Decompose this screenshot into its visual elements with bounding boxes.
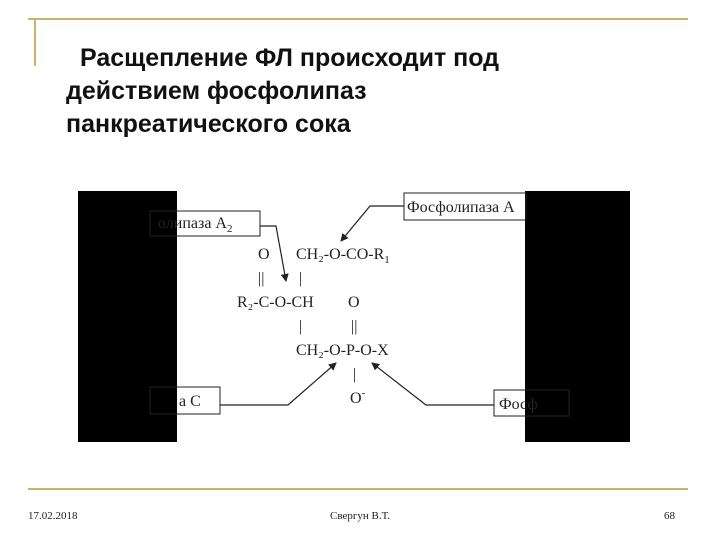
frame-left-line bbox=[34, 18, 36, 66]
phospholipid-cleavage-diagram: Фосфолипаза А олипаза А2 а С Фосф O CH₂-… bbox=[78, 191, 630, 442]
label-box-c bbox=[149, 386, 221, 415]
arrow-a2 bbox=[260, 225, 289, 282]
label-box-a2 bbox=[149, 210, 261, 237]
diagram-panel bbox=[177, 191, 525, 442]
formula-row-5: CH₂-O-P-O-X bbox=[296, 342, 389, 359]
formula-bond-2: | bbox=[299, 318, 302, 335]
label-phospholipase-a2: олипаза А2 bbox=[158, 215, 232, 235]
arrow-c bbox=[220, 362, 337, 406]
footer-page-number: 68 bbox=[664, 510, 675, 522]
arrow-a1 bbox=[340, 205, 404, 242]
title-line-1: Расщепление ФЛ происходит под bbox=[80, 44, 500, 72]
label-phospholipase-a1: Фосфолипаза А bbox=[407, 199, 515, 216]
formula-bond-3: | bbox=[353, 366, 356, 383]
formula-double-bond-1: || bbox=[258, 270, 264, 287]
formula-o-top: O bbox=[258, 246, 270, 263]
label-phospholipase-c: а С bbox=[179, 393, 201, 410]
formula-row-1: CH₂-O-CO-R1 bbox=[296, 246, 390, 266]
arrow-d bbox=[371, 362, 494, 406]
label-box-d bbox=[493, 389, 570, 417]
footer-date: 17.02.2018 bbox=[28, 510, 78, 522]
formula-o-phosphate: O bbox=[348, 294, 360, 311]
formula-o-minus: O- bbox=[350, 387, 366, 407]
frame-bottom-line bbox=[28, 488, 688, 490]
footer-author: Свергун В.Т. bbox=[330, 510, 390, 522]
frame-top-line bbox=[28, 18, 688, 20]
formula-double-bond-2: || bbox=[351, 318, 357, 335]
title-line-2: действием фосфолипаз bbox=[66, 77, 367, 105]
label-phospholipase-d: Фосф bbox=[499, 396, 538, 413]
formula-bond-1: | bbox=[299, 270, 302, 287]
title-line-3: панкреатического сока bbox=[66, 110, 351, 138]
slide-title: Расщепление ФЛ происходит под действием … bbox=[66, 42, 666, 141]
formula-row-3: R₂-C-O-CH bbox=[237, 294, 314, 311]
